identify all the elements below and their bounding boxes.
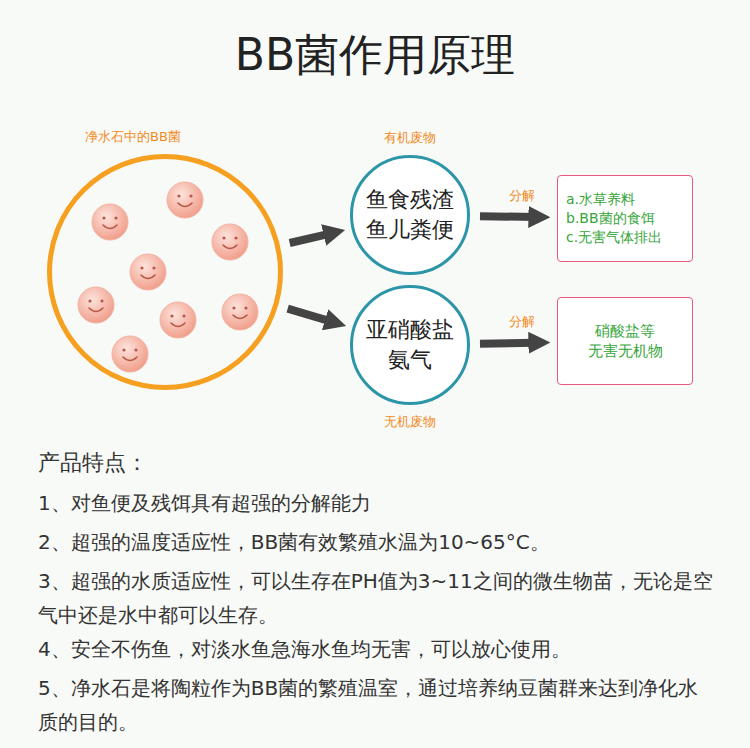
result-box: 硝酸盐等 无害无机物 xyxy=(557,297,693,385)
node-text: b.BB菌的食饵 xyxy=(566,209,655,228)
bacterium xyxy=(222,294,258,330)
bacterium xyxy=(130,254,166,290)
arrow-connector xyxy=(290,234,330,243)
circle-outline xyxy=(47,154,283,390)
node-text: c.无害气体排出 xyxy=(566,228,662,247)
node-text: a.水草养料 xyxy=(566,190,635,209)
feature-item: 2、超强的温度适应性，BB菌有效繁殖水温为10~65°C。 xyxy=(38,525,718,559)
edge-label: 分解 xyxy=(507,187,537,205)
arrow-connector xyxy=(480,343,535,344)
node-heading: 有机废物 xyxy=(350,129,470,147)
bacterium xyxy=(112,336,148,372)
arrow-connector xyxy=(480,212,535,221)
circle-outline xyxy=(350,155,470,275)
feature-item: 4、安全不伤鱼，对淡水鱼急海水鱼均无害，可以放心使用。 xyxy=(38,632,718,666)
arrow-connector xyxy=(288,309,332,322)
node-text: 亚硝酸盐 氨气 xyxy=(364,315,456,374)
bacterium xyxy=(92,204,128,240)
bacterium xyxy=(167,182,203,218)
circle-node: 鱼食残渣 鱼儿粪便有机废物 xyxy=(350,155,470,275)
circle-node: 净水石中的BB菌 xyxy=(47,154,283,390)
feature-item: 1、对鱼便及残饵具有超强的分解能力 xyxy=(38,486,718,520)
bacterium xyxy=(212,224,248,260)
edge-label: 分解 xyxy=(507,313,537,331)
circle-node: 亚硝酸盐 氨气无机废物 xyxy=(350,285,470,405)
feature-item: 3、超强的水质适应性，可以生存在PH值为3~11之间的微生物苗，无论是空气中还是… xyxy=(38,564,718,632)
node-text: 鱼食残渣 鱼儿粪便 xyxy=(364,185,456,244)
result-box: a.水草养料b.BB菌的食饵c.无害气体排出 xyxy=(557,175,693,262)
title: BB菌作用原理 xyxy=(0,26,750,85)
node-text: 硝酸盐等 无害无机物 xyxy=(587,321,664,362)
node-heading: 净水石中的BB菌 xyxy=(85,128,181,146)
node-heading: 无机废物 xyxy=(350,413,470,431)
circle-outline xyxy=(350,285,470,405)
feature-item: 5、净水石是将陶粒作为BB菌的繁殖温室，通过培养纳豆菌群来达到净化水质的目的。 xyxy=(38,671,718,739)
section-heading: 产品特点： xyxy=(38,446,718,480)
bacterium xyxy=(160,302,196,338)
bacterium xyxy=(78,287,114,323)
